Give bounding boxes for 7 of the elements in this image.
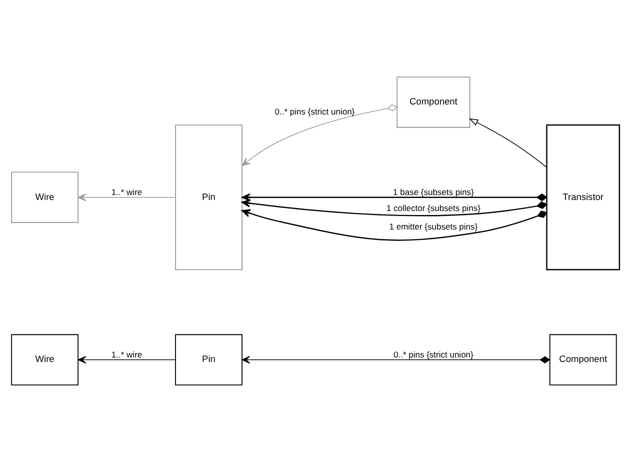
edge-label: 1..* wire bbox=[111, 348, 142, 359]
edge-label: 1 base {subsets pins} bbox=[393, 186, 474, 196]
edge-label: 0..* pins {strict union} bbox=[394, 348, 474, 359]
edge-label: 1 collector {subsets pins} bbox=[386, 202, 480, 213]
edge-label: 1..* wire bbox=[111, 186, 142, 196]
edge-label: 0..* pins {strict union} bbox=[274, 106, 355, 116]
edge-label: 1 emitter {subsets pins} bbox=[389, 221, 478, 232]
